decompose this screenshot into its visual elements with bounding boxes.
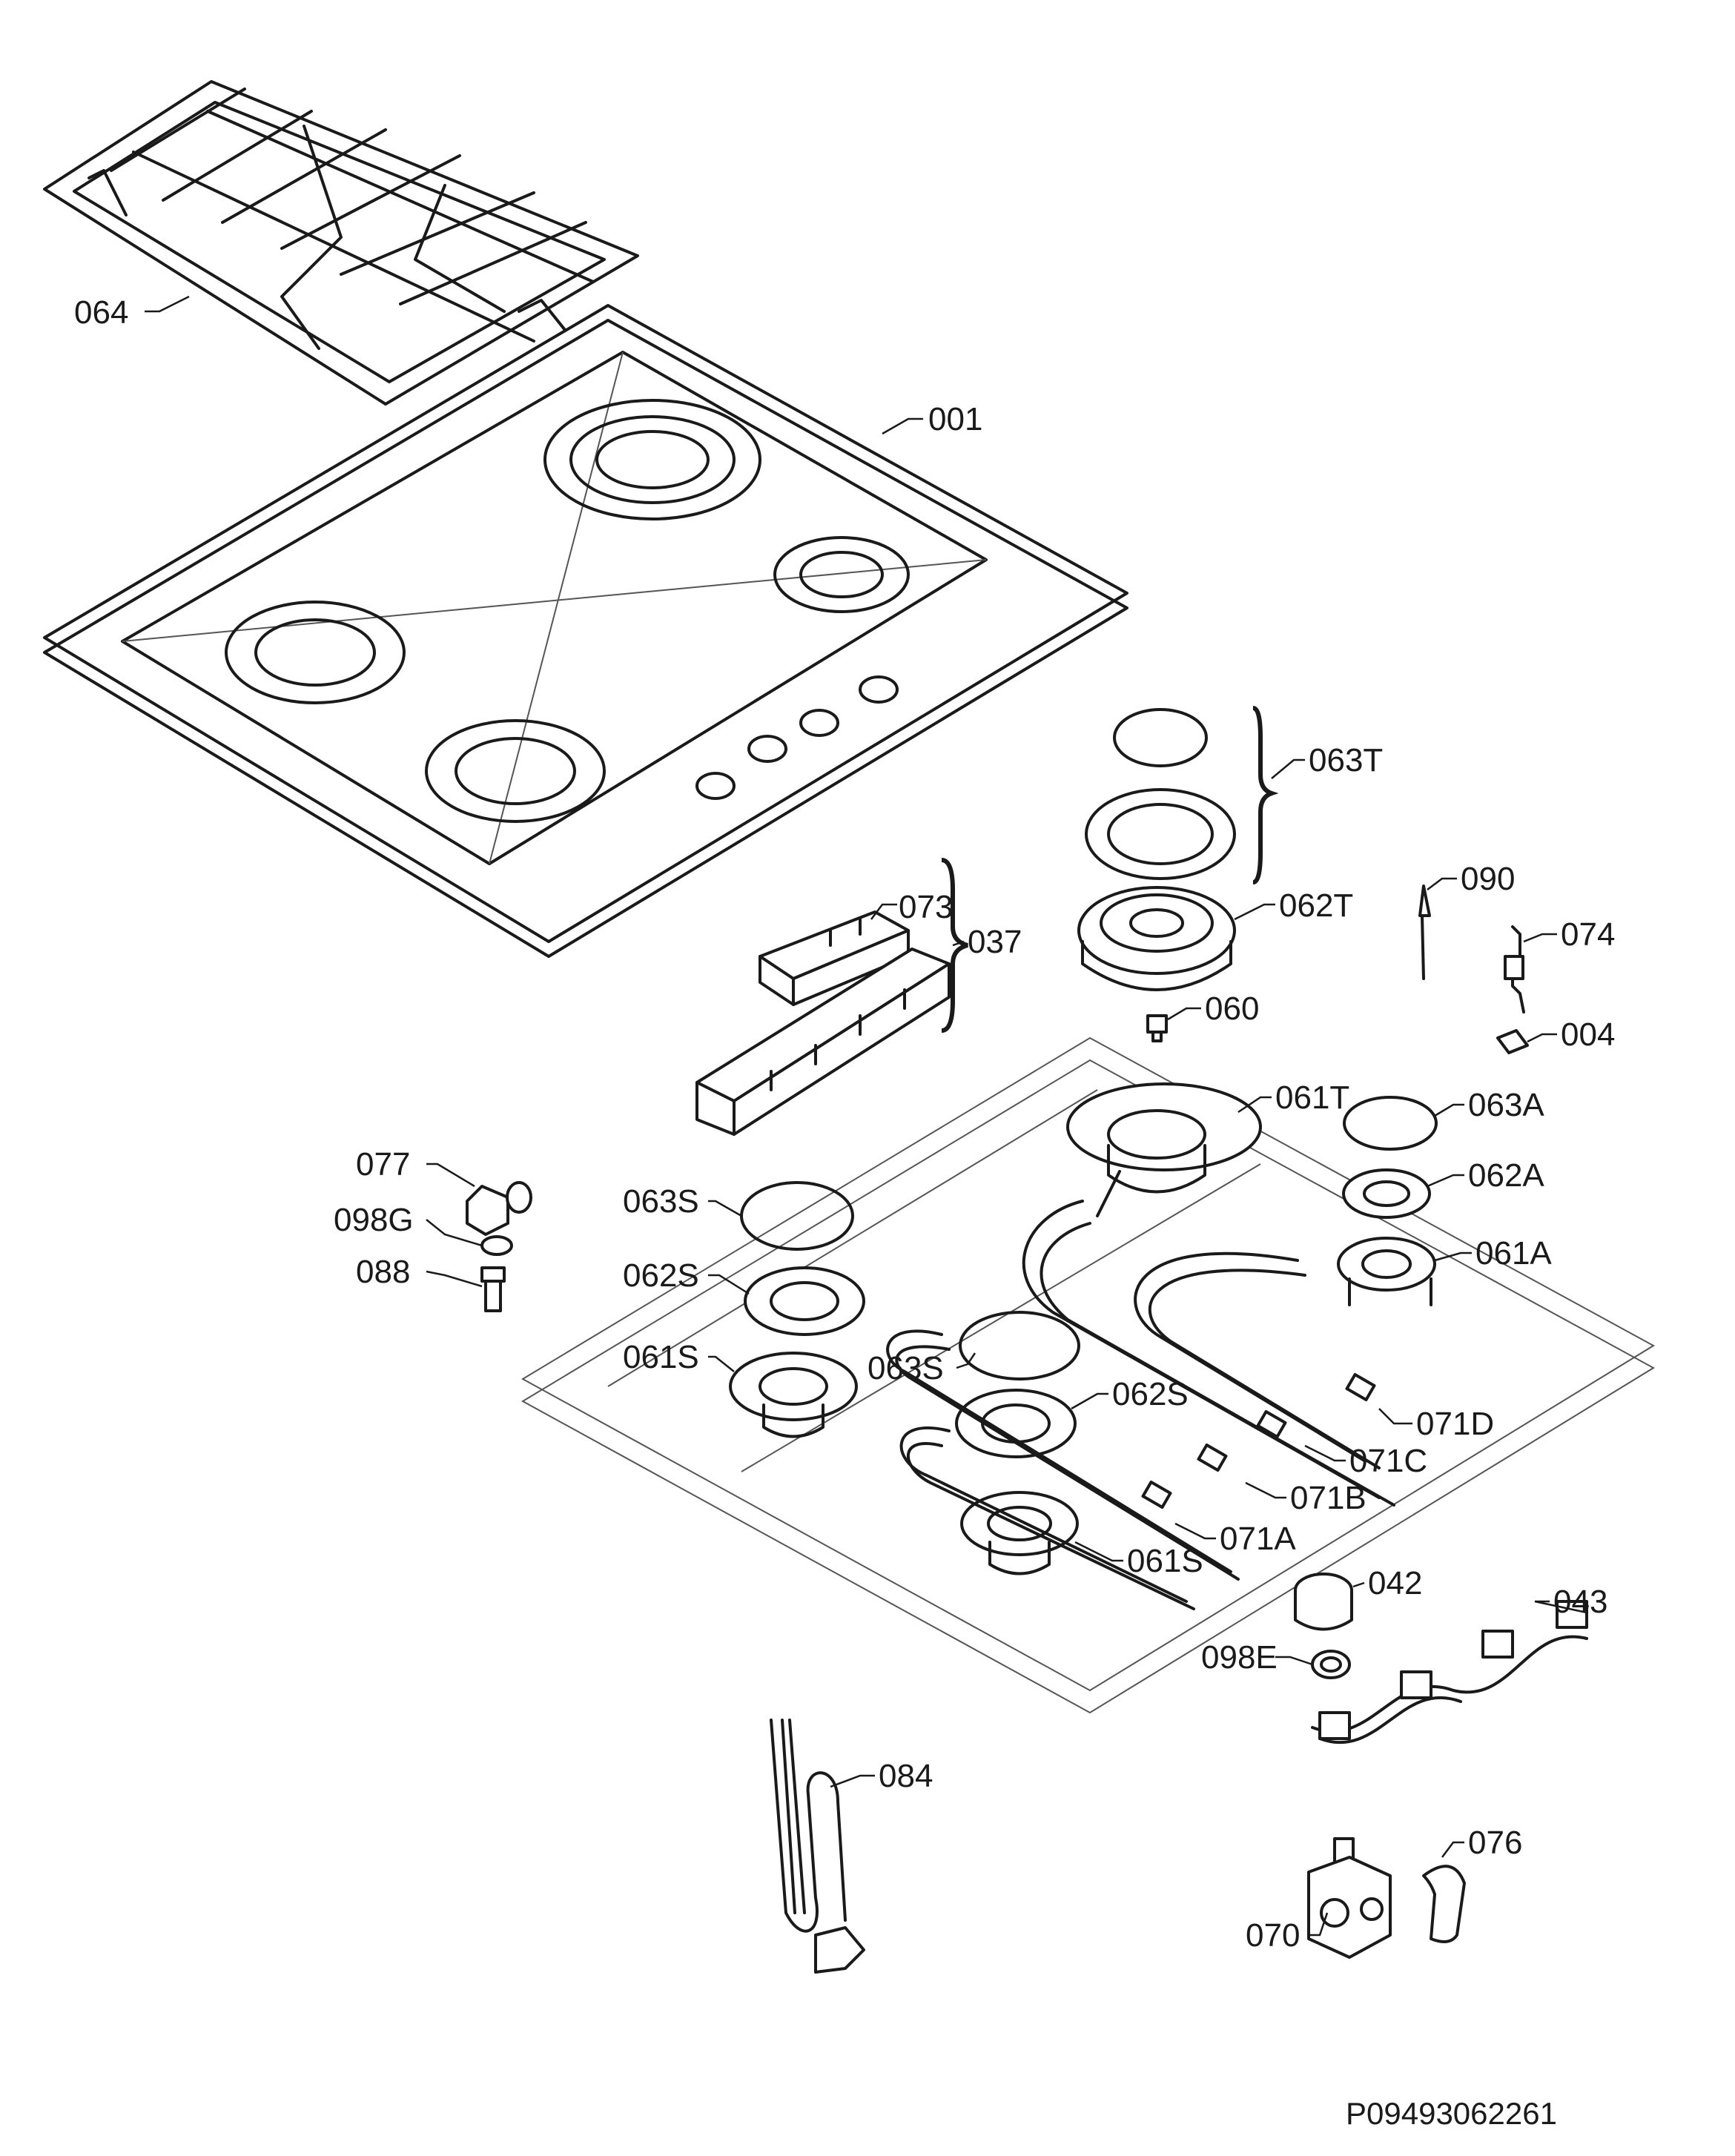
- callout-071D: 071D: [1416, 1406, 1494, 1442]
- burner-061A-set: [1337, 1096, 1438, 1306]
- ignition-harness-043: [1311, 1600, 1588, 1745]
- burner-body-061T: [1066, 1082, 1262, 1217]
- callout-001: 001: [928, 401, 982, 437]
- burner-crown-062T: [1077, 886, 1236, 991]
- ring-098E: [1311, 1650, 1351, 1679]
- callout-062T: 062T: [1279, 887, 1353, 924]
- callout-063A: 063A: [1468, 1087, 1544, 1123]
- callout-088: 088: [356, 1254, 410, 1290]
- gas-valve-070: [1307, 1837, 1392, 1959]
- callout-070: 070: [1246, 1917, 1300, 1954]
- pan-support-grid: [43, 80, 639, 406]
- burner-seat-left: [225, 601, 406, 704]
- callout-063S-b: 063S: [868, 1350, 944, 1386]
- power-cable-084: [770, 1719, 865, 1974]
- callout-062S-a: 062S: [623, 1257, 699, 1294]
- callout-004: 004: [1561, 1016, 1615, 1053]
- ignition-generator-037: [695, 858, 968, 1136]
- clip-004: [1496, 1029, 1529, 1054]
- document-id: P09493062261: [1346, 2096, 1557, 2131]
- callout-084: 084: [879, 1758, 933, 1794]
- knob-holes: [695, 675, 899, 800]
- callout-074: 074: [1561, 916, 1615, 953]
- hob-top-panel: [43, 304, 1128, 958]
- callout-098E: 098E: [1201, 1639, 1278, 1676]
- callout-063S-a: 063S: [623, 1183, 699, 1220]
- callout-037: 037: [968, 924, 1022, 960]
- burner-061S-left-set: [729, 1181, 865, 1438]
- callout-077: 077: [356, 1146, 410, 1183]
- callout-071A: 071A: [1220, 1521, 1296, 1557]
- burner-seat-right: [773, 536, 910, 613]
- callout-063T: 063T: [1309, 742, 1383, 778]
- thermocouple-090: [1418, 884, 1431, 980]
- callout-061T: 061T: [1275, 1079, 1349, 1116]
- callout-061A: 061A: [1475, 1235, 1552, 1272]
- washer-098G: [480, 1235, 513, 1256]
- burner-caps-063T: [1085, 706, 1279, 884]
- callout-labels: 064 001 063T 073 037 062T 090 074 060 00…: [74, 294, 1615, 1954]
- callout-062A: 062A: [1468, 1157, 1544, 1194]
- spark-electrode-074: [1504, 925, 1525, 1013]
- control-knob-042: [1294, 1573, 1353, 1631]
- callout-061S-a: 061S: [623, 1339, 699, 1375]
- callout-062S-b: 062S: [1112, 1376, 1189, 1412]
- base-tray: [520, 1036, 1655, 1714]
- connector-088: [480, 1266, 506, 1312]
- callout-061S-b: 061S: [1127, 1543, 1203, 1579]
- callout-042: 042: [1368, 1565, 1422, 1601]
- valve-clip-076: [1422, 1865, 1466, 1943]
- callout-060: 060: [1205, 991, 1259, 1027]
- burner-seat-front: [425, 719, 606, 823]
- callout-071B: 071B: [1290, 1480, 1366, 1516]
- callout-064: 064: [74, 294, 128, 331]
- callout-076: 076: [1468, 1825, 1522, 1861]
- gas-tubes: [886, 1200, 1395, 1610]
- callout-090: 090: [1461, 861, 1515, 897]
- callout-098G: 098G: [334, 1202, 414, 1238]
- burner-seat-large: [543, 399, 761, 520]
- callout-071C: 071C: [1349, 1443, 1427, 1479]
- elbow-fitting-077: [466, 1181, 532, 1236]
- callout-073: 073: [899, 889, 953, 925]
- leader-lines: [145, 295, 1587, 1937]
- injector-060: [1146, 1014, 1168, 1042]
- callout-043: 043: [1553, 1584, 1607, 1620]
